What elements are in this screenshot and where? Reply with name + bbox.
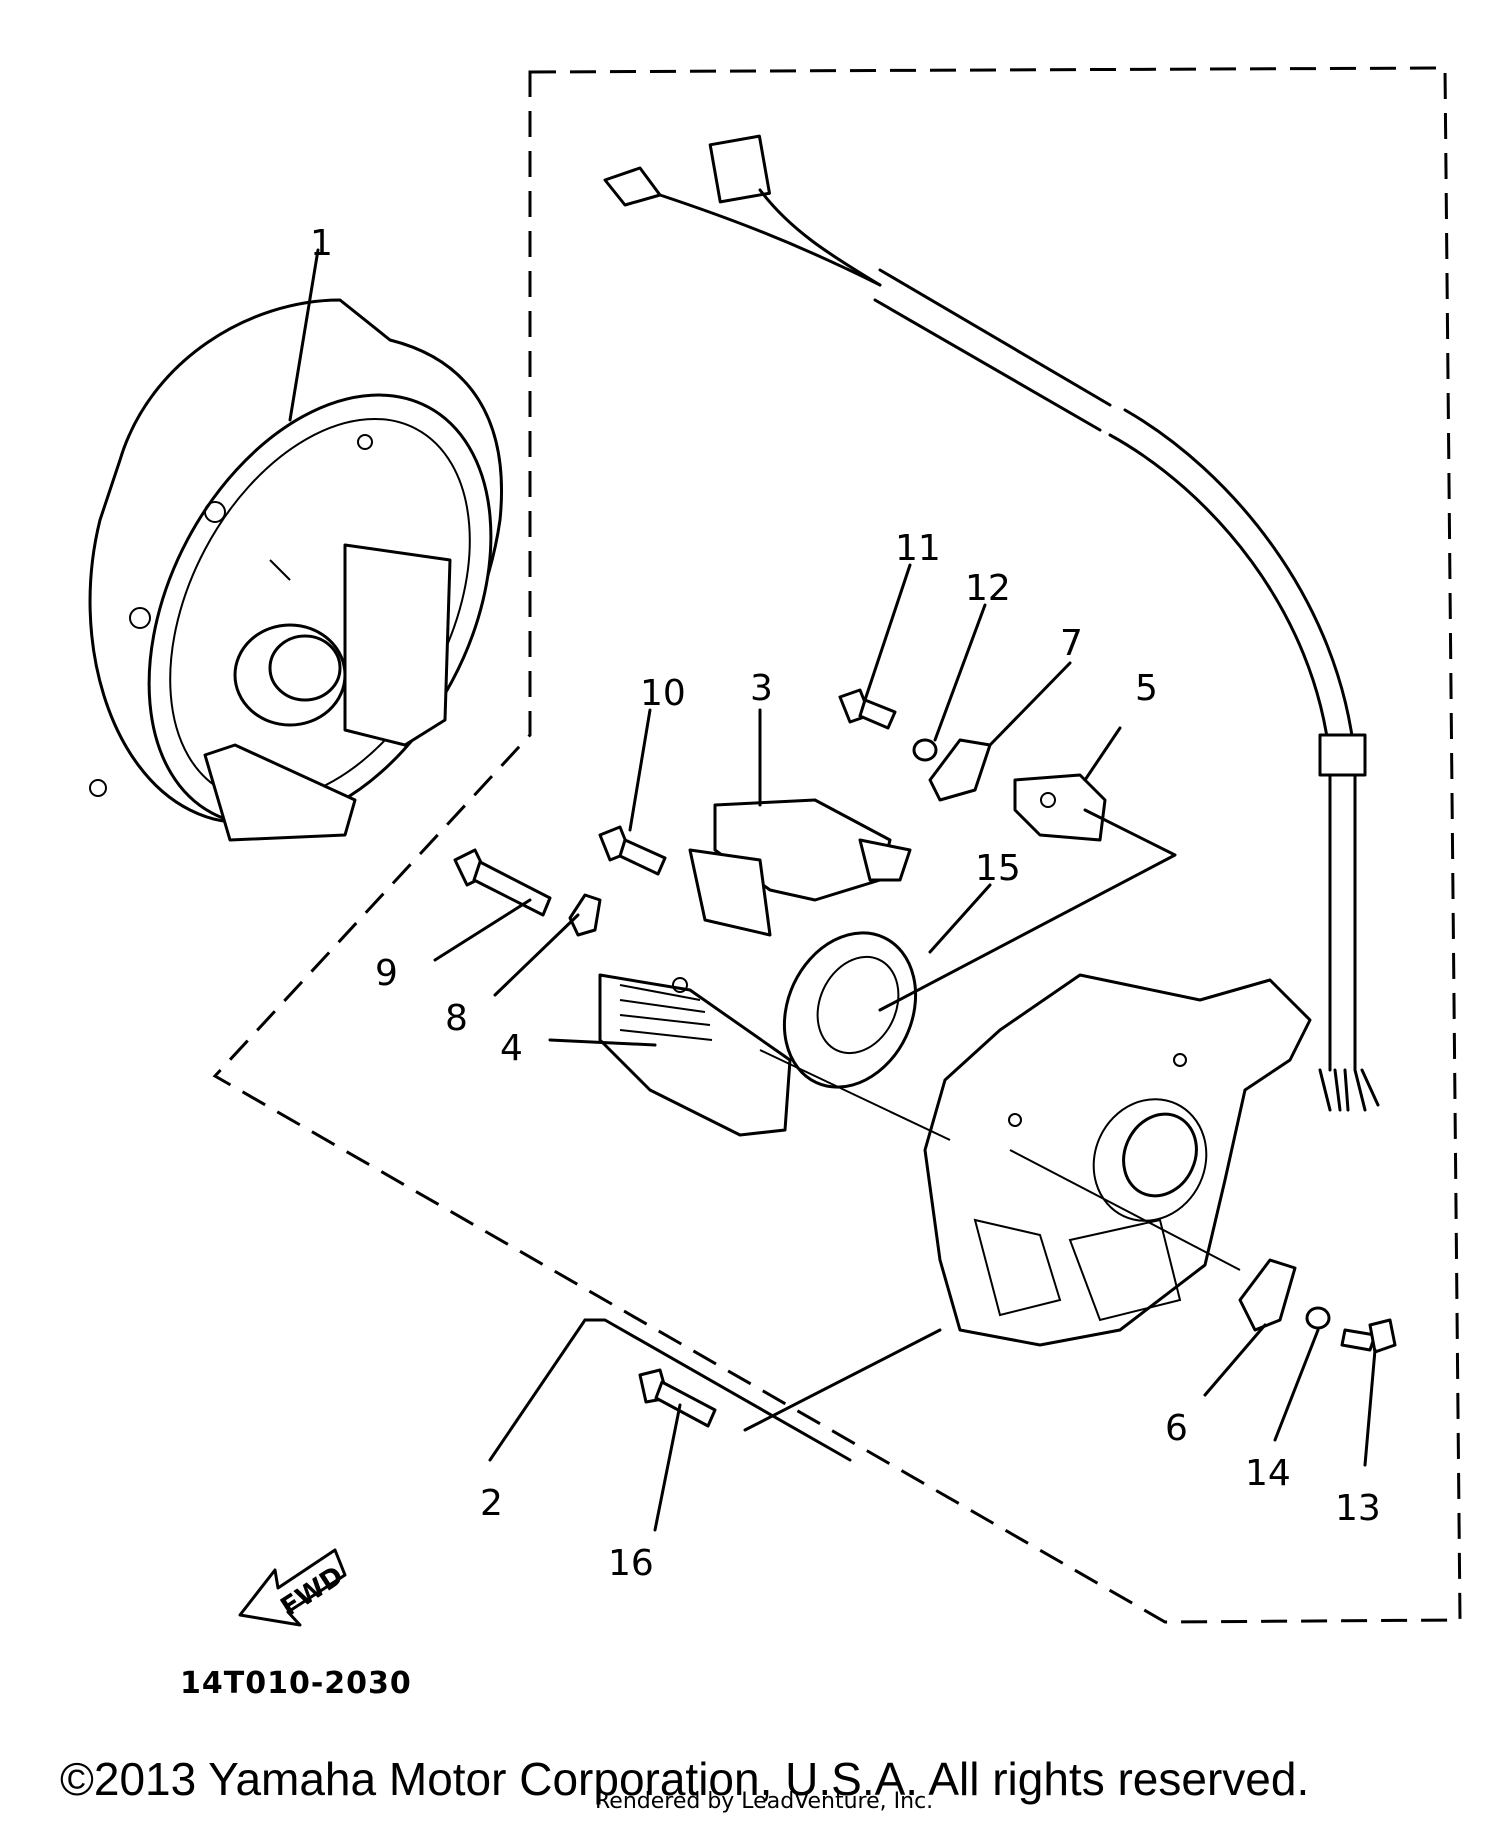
diagram-code: 14T010-2030 (180, 1666, 412, 1701)
screw-10 (598, 825, 667, 876)
callout-12: 12 (965, 568, 1011, 609)
forward-arrow-icon: FWD (238, 1548, 349, 1627)
callout-5: 5 (1135, 668, 1158, 709)
ignition-coil (688, 798, 912, 937)
callout-4: 4 (500, 1028, 523, 1069)
callout-15: 15 (975, 848, 1021, 889)
assembly-boundary (212, 66, 1462, 1624)
callout-8: 8 (445, 998, 468, 1039)
render-credit: Rendered by LeadVenture, Inc. (595, 1789, 933, 1814)
clip-8 (568, 893, 602, 937)
screw-11 (838, 688, 897, 730)
wire-harness (603, 134, 1380, 1112)
switch-unit (1013, 773, 1107, 842)
oil-seal (782, 931, 918, 1089)
washer-12 (912, 738, 938, 762)
callout-13: 13 (1335, 1488, 1381, 1529)
callout-9: 9 (375, 953, 398, 994)
callout-16: 16 (608, 1543, 654, 1584)
callout-14: 14 (1245, 1453, 1291, 1494)
callout-1: 1 (310, 223, 333, 264)
clamp-6 (1238, 1258, 1297, 1332)
bracket (928, 738, 992, 802)
callout-6: 6 (1165, 1408, 1188, 1449)
bolt-9 (453, 848, 552, 917)
source-coil (598, 973, 792, 1137)
callout-labels: 1 2 3 4 5 6 7 8 9 10 11 12 13 14 15 16 (310, 223, 1381, 1584)
washer-14 (1305, 1306, 1331, 1330)
stator-base-plate (923, 973, 1312, 1347)
callout-7: 7 (1060, 623, 1083, 664)
leader-lines (288, 248, 1377, 1532)
callout-2: 2 (480, 1483, 503, 1524)
callout-11: 11 (895, 528, 941, 569)
screw-13 (1340, 1318, 1397, 1354)
copyright-notice: ©2013 Yamaha Motor Corporation, U.S.A. A… (60, 1753, 1309, 1805)
screw-16 (638, 1368, 717, 1428)
callout-3: 3 (750, 668, 773, 709)
flywheel-rotor (88, 298, 503, 842)
callout-10: 10 (640, 673, 686, 714)
